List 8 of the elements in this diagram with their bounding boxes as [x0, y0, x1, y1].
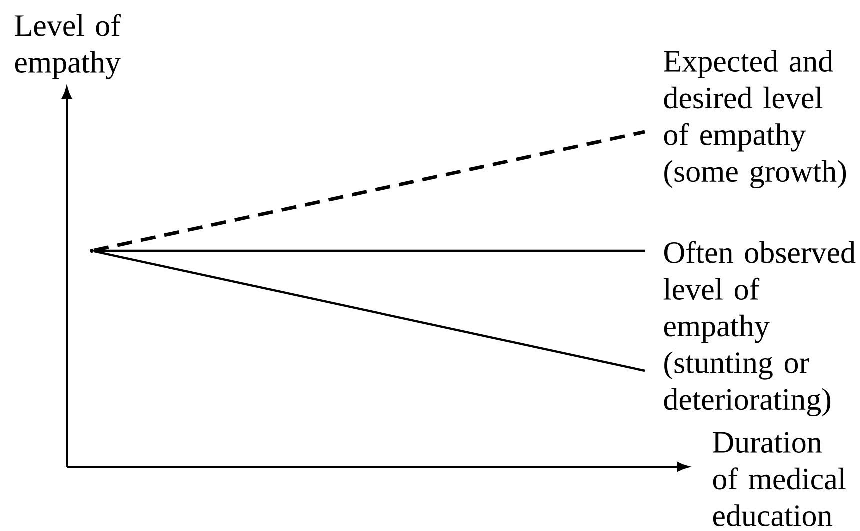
- trend-line: [94, 250, 645, 252]
- line-label: Expected and desired level of empathy (some growth): [664, 50, 846, 188]
- trend-line: [94, 130, 646, 252]
- trend-line: [94, 250, 646, 372]
- line-label: Often observed level of empathy (stunting or deteriorating): [664, 241, 856, 417]
- axis-label: Duration of medical education: [713, 432, 846, 526]
- start-point: [90, 249, 94, 253]
- axis-label: Level of empathy: [15, 14, 121, 80]
